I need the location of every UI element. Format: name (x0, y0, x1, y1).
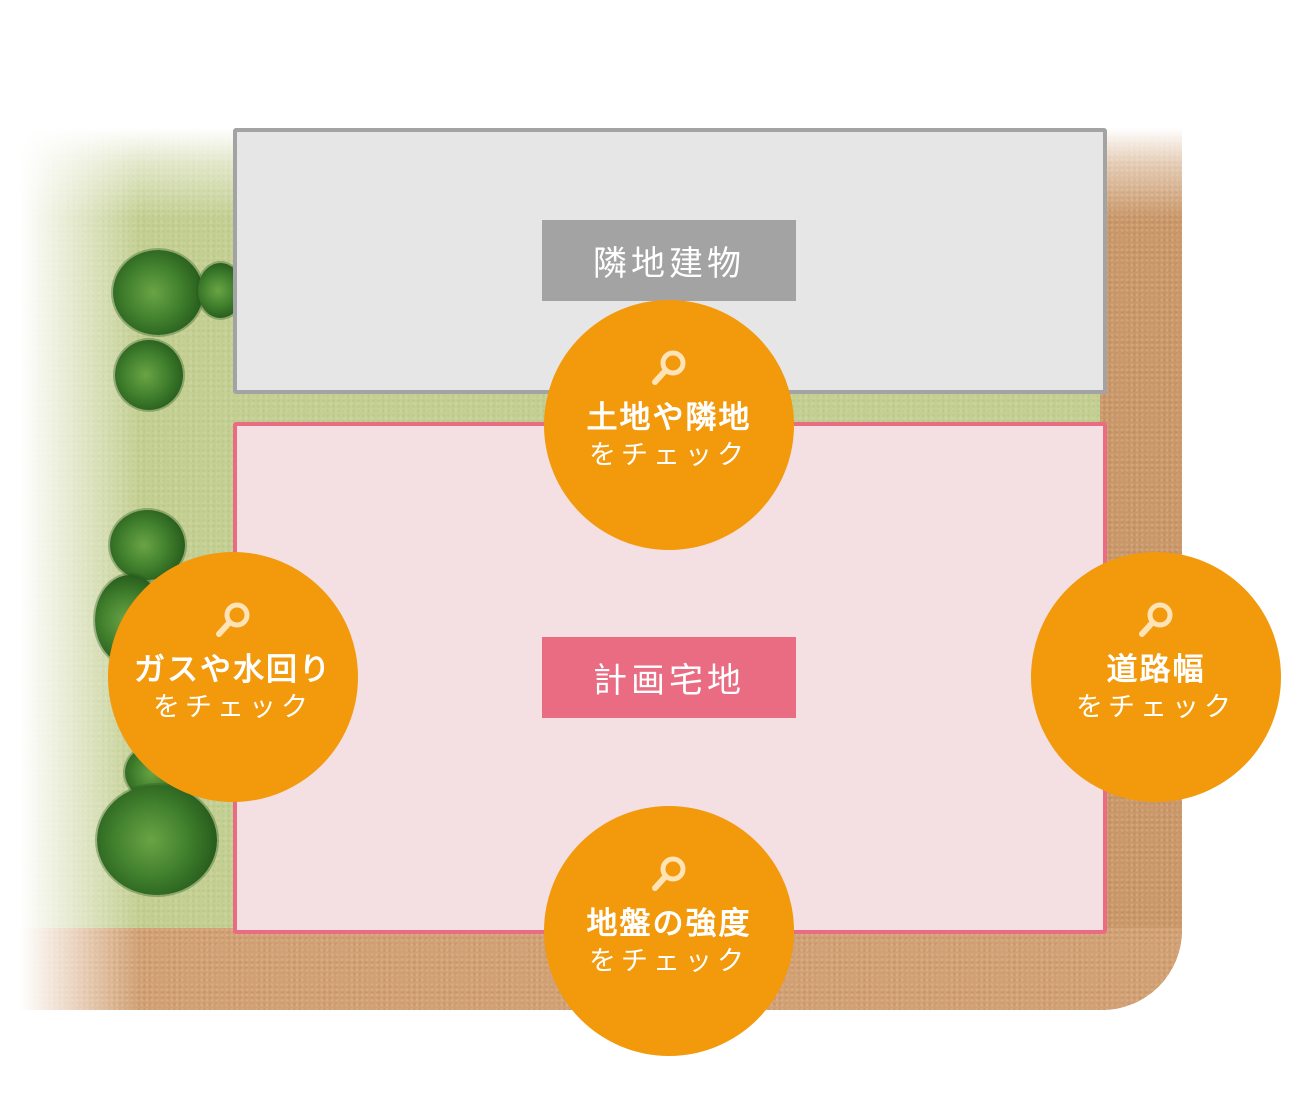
magnifier-icon (652, 856, 686, 891)
check-title: 道路幅 (1106, 652, 1206, 688)
check-subtitle: をチェック (153, 692, 313, 723)
check-title: 土地や隣地 (586, 400, 752, 436)
check-title: ガスや水回り (134, 652, 332, 688)
check-land-neighbor[interactable]: 土地や隣地 をチェック (544, 300, 794, 550)
check-subtitle: をチェック (589, 440, 749, 471)
neighbor-building-label: 隣地建物 (542, 220, 796, 301)
check-road-width[interactable]: 道路幅 をチェック (1031, 552, 1281, 802)
tree (115, 340, 183, 410)
check-title: 地盤の強度 (586, 906, 752, 942)
tree (113, 250, 203, 335)
check-subtitle: をチェック (589, 946, 749, 977)
check-subtitle: をチェック (1076, 692, 1236, 723)
check-gas-water[interactable]: ガスや水回り をチェック (108, 552, 358, 802)
magnifier-icon (1139, 602, 1173, 637)
magnifier-icon (216, 602, 250, 637)
tree (97, 785, 217, 895)
magnifier-icon (652, 350, 686, 385)
check-ground-strength[interactable]: 地盤の強度 をチェック (544, 806, 794, 1056)
planned-lot-label: 計画宅地 (542, 637, 796, 718)
